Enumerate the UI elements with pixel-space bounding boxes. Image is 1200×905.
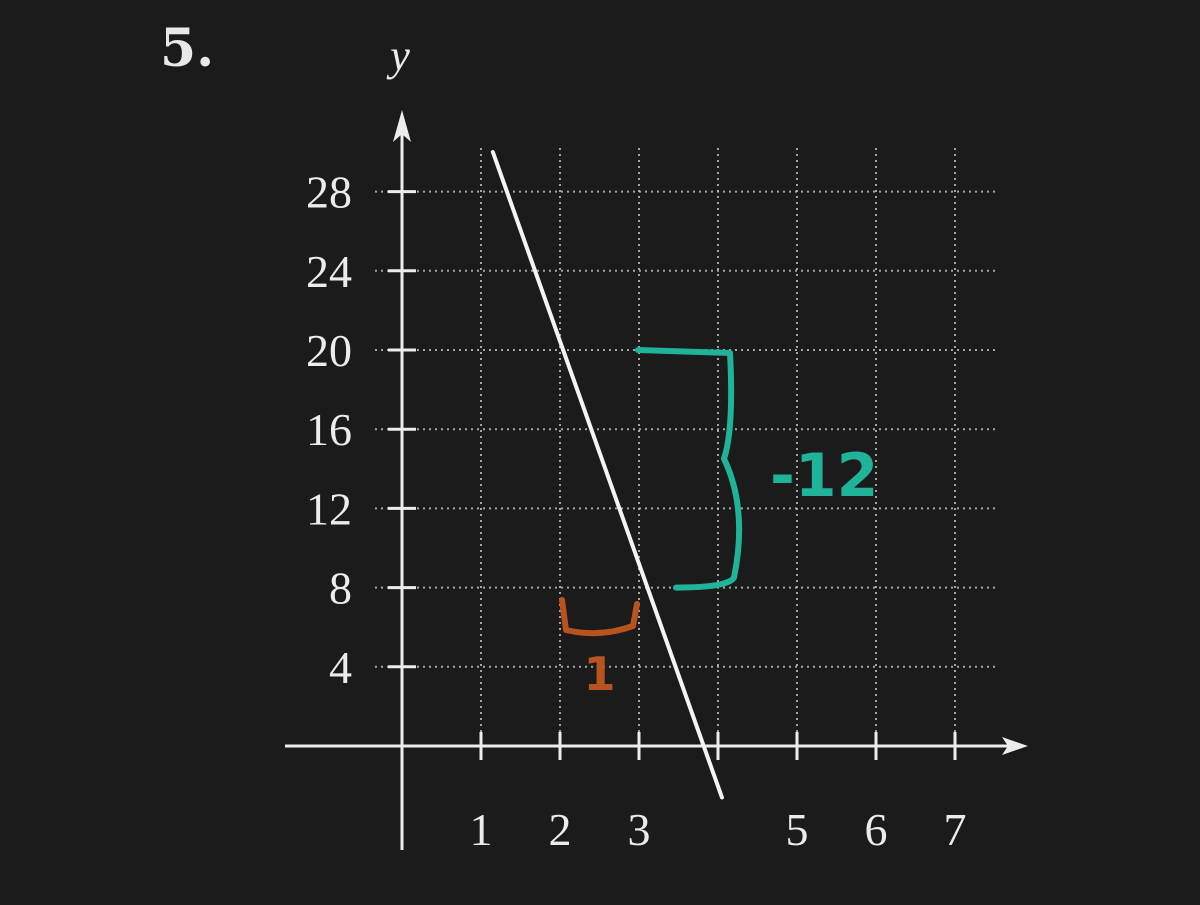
y-tick-label: 20 <box>306 325 352 376</box>
y-axis-arrow <box>393 110 411 142</box>
series <box>490 150 724 800</box>
y-tick-label: 28 <box>306 167 352 218</box>
x-tick-label: 3 <box>628 804 651 855</box>
annotations: -12 1 <box>559 347 878 701</box>
grid <box>375 148 995 746</box>
rise-label: -12 <box>770 441 878 511</box>
x-tick-label: 6 <box>865 804 888 855</box>
run-bracket <box>559 597 640 637</box>
y-axis-label: y <box>386 31 410 80</box>
y-tick-label: 16 <box>306 404 352 455</box>
x-tick-label: 7 <box>944 804 967 855</box>
y-tick-label: 12 <box>306 483 352 534</box>
problem-number: 5. <box>160 18 215 79</box>
x-tick-label: 2 <box>549 804 572 855</box>
axes: y <box>285 31 1028 850</box>
run-label: 1 <box>583 647 615 701</box>
x-tick-label: 1 <box>470 804 493 855</box>
y-tick-label: 24 <box>306 246 352 297</box>
x-axis-arrow <box>1002 737 1028 755</box>
x-tick-label: 5 <box>786 804 809 855</box>
y-tick-label: 8 <box>329 563 352 614</box>
y-tick-label: 4 <box>329 642 352 693</box>
series-line <box>490 150 724 800</box>
rise-bracket <box>635 347 743 591</box>
